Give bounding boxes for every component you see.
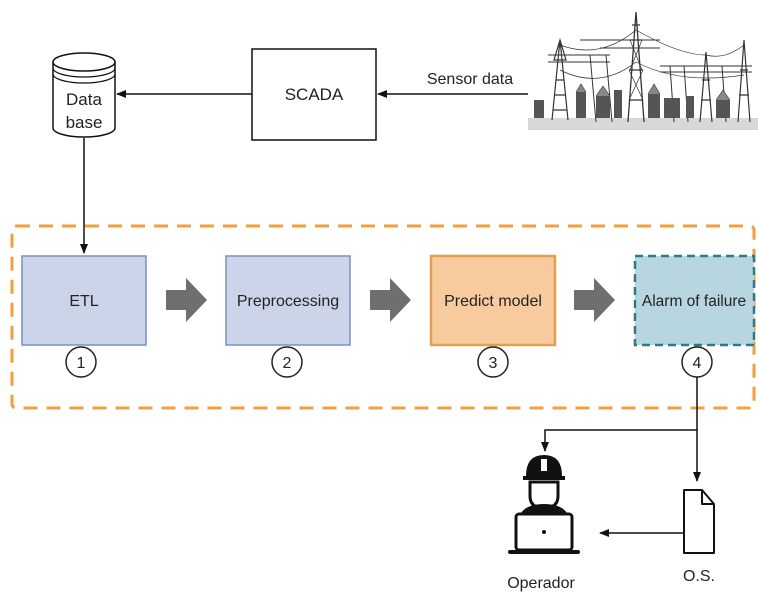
predict-model-box — [429, 254, 557, 347]
sensor-data-label: Sensor data — [427, 71, 513, 88]
step-number-3: 3 — [489, 355, 498, 372]
operator-label: Operador — [507, 575, 575, 592]
alarm-of-failure-label: Alarm of failure — [642, 293, 746, 310]
preprocessing-box — [225, 255, 351, 346]
etl-label: ETL — [69, 293, 98, 310]
block-arrow-2 — [370, 278, 411, 322]
step-circle-2 — [271, 346, 303, 378]
scada-label: SCADA — [285, 85, 344, 104]
os-label: O.S. — [683, 568, 715, 585]
database-label-line2: base — [66, 113, 103, 132]
operator-icon — [508, 455, 580, 554]
step-number-2: 2 — [283, 355, 292, 372]
database-icon — [52, 52, 116, 138]
step-circle-1 — [65, 346, 97, 378]
block-arrow-3 — [574, 278, 615, 322]
step-circle-3 — [477, 346, 509, 378]
step-number-1: 1 — [77, 355, 86, 372]
predict-model-label: Predict model — [444, 293, 542, 310]
preprocessing-label: Preprocessing — [237, 293, 339, 310]
alarm-to-operator-arrow — [541, 377, 698, 452]
substation-icon — [528, 11, 758, 130]
database-label-line1: Data — [66, 90, 102, 109]
alarm-of-failure-box — [633, 254, 756, 347]
etl-box — [21, 255, 147, 346]
document-icon — [683, 489, 715, 554]
step-number-4: 4 — [693, 355, 702, 372]
block-arrow-1 — [166, 278, 207, 322]
scada-box — [251, 48, 377, 141]
